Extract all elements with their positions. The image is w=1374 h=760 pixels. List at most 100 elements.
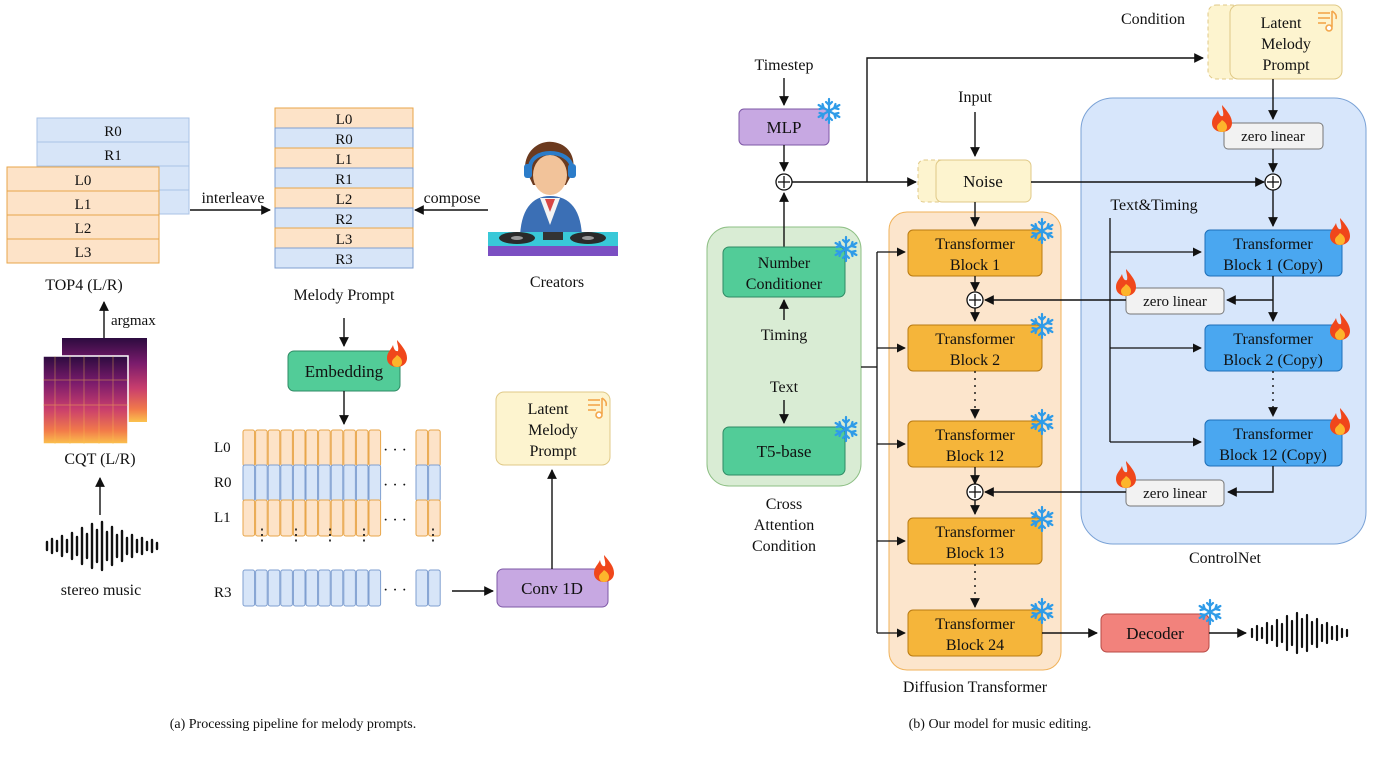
sequence-cell xyxy=(343,569,356,607)
t5-base-box: T5-base xyxy=(722,415,858,476)
block-line: Transformer xyxy=(1233,331,1313,348)
caption-b: (b) Our model for music editing. xyxy=(909,717,1092,732)
sequence-cell xyxy=(242,429,256,467)
sequence-cell xyxy=(415,569,429,607)
transformer-block-24: Transformer Block 24 xyxy=(907,597,1054,657)
panel-a: R0 R1 L0 L1 L2 L3 TOP4 (L/R) argmax xyxy=(6,107,618,732)
block-line: Block 2 (Copy) xyxy=(1223,352,1323,369)
zero-linear-box: zero linear xyxy=(1212,105,1324,150)
melody-row: R2 xyxy=(335,212,353,228)
mlp-box: MLP xyxy=(738,97,841,146)
cond-latent-line: Prompt xyxy=(1262,57,1310,74)
vertical-ellipsis: ⋮ xyxy=(254,527,270,544)
sequence-cell xyxy=(280,569,293,607)
sequence-cell xyxy=(242,499,256,537)
block-line: Transformer xyxy=(935,236,1015,253)
cond-latent-line: Latent xyxy=(1261,15,1302,32)
sequence-cell xyxy=(330,429,344,467)
block-line: Transformer xyxy=(935,616,1015,633)
condition-label: Condition xyxy=(1121,11,1185,28)
sequence-cell xyxy=(368,499,382,537)
vertical-ellipsis: ⋮ xyxy=(356,527,372,544)
sum-node xyxy=(966,291,984,309)
controlnet-label: ControlNet xyxy=(1189,550,1262,567)
cross-line: Condition xyxy=(752,538,816,555)
sum-node xyxy=(966,483,984,501)
creators-label: Creators xyxy=(530,274,584,291)
control-block-2: Transformer Block 2 (Copy) xyxy=(1204,313,1350,372)
block-line: Block 1 xyxy=(950,257,1000,274)
conv1d-box: Conv 1D xyxy=(496,555,614,608)
condition-latent-box: Latent Melody Prompt xyxy=(1207,4,1343,80)
top4-label: TOP4 (L/R) xyxy=(45,277,122,294)
zero-linear-label: zero linear xyxy=(1143,486,1207,502)
argmax-label: argmax xyxy=(111,313,156,329)
sequence-cell xyxy=(305,429,319,467)
sequence-ellipsis: · · · xyxy=(383,582,407,599)
seq-label: R3 xyxy=(214,585,232,601)
zero-linear-box: zero linear xyxy=(1116,461,1225,507)
latent-line: Prompt xyxy=(529,443,577,460)
transformer-block-12: Transformer Block 12 xyxy=(907,408,1054,468)
seq-label: L1 xyxy=(214,510,231,526)
control-block-12: Transformer Block 12 (Copy) xyxy=(1204,408,1350,467)
block-line: Transformer xyxy=(935,427,1015,444)
top4-l-row: L3 xyxy=(75,245,92,261)
text-timing-label: Text&Timing xyxy=(1110,197,1197,214)
block-line: Block 12 xyxy=(946,448,1004,465)
sequence-cell xyxy=(415,429,429,467)
sequence-cell xyxy=(255,464,268,502)
melody-row: R3 xyxy=(335,252,353,268)
embedding-box: Embedding xyxy=(287,340,407,392)
sequence-cell xyxy=(330,464,344,502)
timing-label: Timing xyxy=(761,327,808,344)
top4-l-row: L0 xyxy=(75,173,92,189)
block-line: Transformer xyxy=(935,331,1015,348)
block-line: Block 1 (Copy) xyxy=(1223,257,1323,274)
latent-melody-prompt-box: Latent Melody Prompt xyxy=(495,391,611,466)
cross-attention-bus xyxy=(861,247,906,638)
sequence-ellipsis: · · · xyxy=(383,477,407,494)
decoder-label: Decoder xyxy=(1126,624,1184,643)
sequence-cell xyxy=(318,499,331,537)
vertical-ellipsis: ⋮ xyxy=(288,527,304,544)
sequence-cell xyxy=(292,499,306,537)
sequence-cell xyxy=(318,569,331,607)
dit-label: Diffusion Transformer xyxy=(903,679,1048,696)
numcond-line: Conditioner xyxy=(746,276,823,293)
latent-line: Melody xyxy=(528,422,578,439)
sequence-cell xyxy=(292,429,306,467)
seq-label: L0 xyxy=(214,440,231,456)
text-label: Text xyxy=(770,379,799,396)
cross-line: Attention xyxy=(754,517,814,534)
sequence-cell xyxy=(255,569,268,607)
sum-node xyxy=(1264,173,1282,191)
sequence-cell xyxy=(280,429,293,467)
zero-linear-label: zero linear xyxy=(1241,129,1305,145)
sequence-cell xyxy=(428,569,441,607)
sequence-cell xyxy=(415,464,429,502)
sequence-cell xyxy=(343,429,356,467)
block-line: Block 12 (Copy) xyxy=(1219,447,1327,464)
sequence-cell xyxy=(280,464,293,502)
sequence-cell xyxy=(318,464,331,502)
interleave-label: interleave xyxy=(201,190,264,207)
noise-label: Noise xyxy=(963,172,1003,191)
stereo-label: stereo music xyxy=(61,582,141,599)
transformer-block-1: Transformer Block 1 xyxy=(907,217,1054,277)
sequence-cell xyxy=(255,429,268,467)
sequence-cell xyxy=(305,464,319,502)
input-label: Input xyxy=(958,89,992,106)
block-line: Block 24 xyxy=(946,637,1004,654)
melody-row: R0 xyxy=(335,132,353,148)
top4-r-row: R1 xyxy=(104,148,122,164)
top4-r-row: R0 xyxy=(104,124,122,140)
top4-l-row: L2 xyxy=(75,221,92,237)
caption-a: (a) Processing pipeline for melody promp… xyxy=(170,717,417,732)
sequence-cell xyxy=(343,464,356,502)
dj-creator-icon xyxy=(488,141,618,256)
vertical-ellipsis: ⋮ xyxy=(425,527,441,544)
sum-to-condition-arrow xyxy=(866,53,1204,182)
sequence-cell xyxy=(368,464,382,502)
